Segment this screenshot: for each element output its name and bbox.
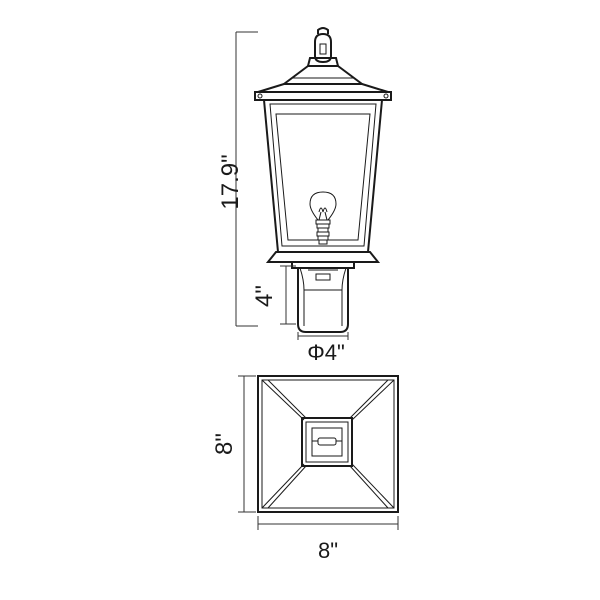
- top-width-label: 8": [318, 538, 338, 563]
- post-height-dimension: 4": [251, 265, 296, 325]
- ring-top-icon: [312, 437, 342, 446]
- top-depth-label: 8": [211, 433, 238, 455]
- top-width-dimension: 8": [257, 516, 399, 563]
- post-diameter-label: Φ4": [307, 340, 345, 365]
- post-height-label: 4": [251, 285, 278, 307]
- post-mount: [297, 267, 349, 333]
- lantern-body: [262, 99, 384, 253]
- top-depth-dimension: 8": [211, 375, 256, 513]
- top-plan-view: 8" 8": [211, 375, 399, 563]
- total-height-label: 17.9": [217, 154, 244, 209]
- finial-ring: [306, 27, 340, 67]
- side-elevation-view: 17.9" 4" Φ4": [217, 27, 392, 365]
- total-height-dimension: 17.9": [217, 31, 258, 327]
- roof: [254, 65, 392, 101]
- base-flange: [265, 251, 381, 269]
- post-diameter-dimension: Φ4": [297, 332, 349, 365]
- light-bulb-icon: [309, 191, 337, 245]
